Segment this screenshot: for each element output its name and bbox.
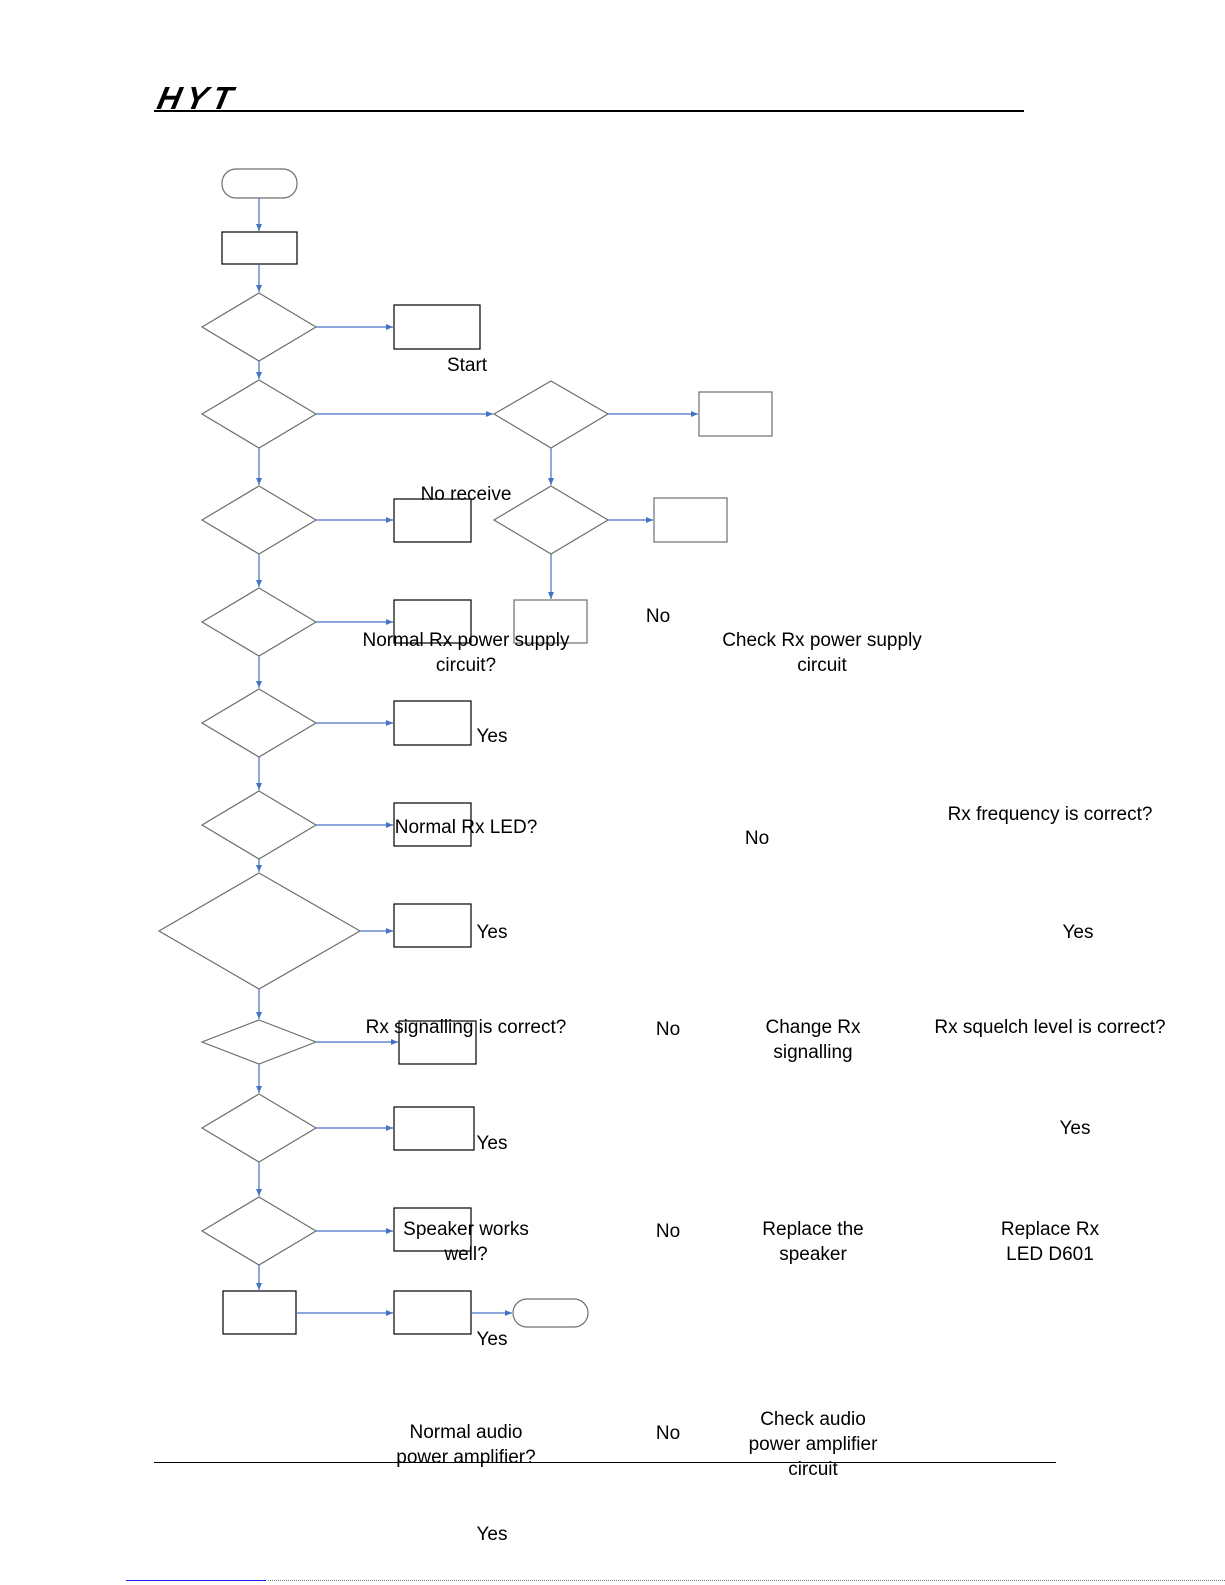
label-check-audio-amp: Check audio power amplifier circuit	[748, 1409, 878, 1480]
footer-rule	[154, 1462, 1056, 1463]
label-yes: Yes	[1059, 1118, 1091, 1139]
footer-link-underline	[126, 1580, 266, 1581]
process-box	[221, 231, 298, 265]
label-rx-power-question: Normal Rx power supply circuit?	[362, 630, 570, 676]
decision-diamond	[200, 292, 318, 362]
header-rule	[154, 110, 1024, 112]
decision-diamond	[200, 688, 318, 758]
process-box	[393, 1106, 475, 1151]
process-box	[393, 1207, 472, 1252]
label-no: No	[655, 1019, 681, 1040]
label-yes: Yes	[476, 1524, 508, 1545]
label-no-receive: No receive	[420, 484, 512, 505]
decision-diamond	[200, 379, 318, 449]
label-no: No	[655, 1423, 681, 1444]
start-terminator	[221, 168, 298, 199]
label-change-rx-signalling: Change Rx signalling	[765, 1017, 861, 1063]
label-yes: Yes	[1062, 922, 1094, 943]
decision-diamond	[200, 587, 318, 657]
label-yes: Yes	[476, 922, 508, 943]
decision-diamond	[200, 790, 318, 860]
label-rx-squelch-question: Rx squelch level is correct?	[934, 1017, 1166, 1038]
label-rx-frequency-question: Rx frequency is correct?	[947, 804, 1153, 825]
process-box	[222, 1290, 297, 1335]
decision-diamond	[157, 872, 362, 990]
decision-diamond	[200, 1196, 318, 1266]
label-check-rx-power: Check Rx power supply circuit	[722, 630, 922, 676]
label-replace-led: Replace Rx LED D601	[1000, 1219, 1100, 1265]
process-box	[393, 802, 472, 847]
decision-diamond	[492, 380, 610, 449]
process-box	[513, 599, 588, 644]
label-rx-signalling-question: Rx signalling is correct?	[365, 1017, 567, 1038]
process-box	[653, 497, 728, 543]
process-box	[393, 700, 472, 746]
process-box	[393, 903, 472, 948]
decision-diamond	[200, 485, 318, 555]
label-no: No	[655, 1221, 681, 1242]
label-no: No	[744, 828, 770, 849]
process-box	[398, 1020, 477, 1065]
label-speaker-question: Speaker works well?	[403, 1219, 529, 1265]
process-box	[698, 391, 773, 437]
process-box	[393, 498, 472, 543]
label-replace-speaker: Replace the speaker	[762, 1219, 864, 1265]
label-no: No	[645, 606, 671, 627]
decision-diamond	[200, 1019, 318, 1065]
decision-diamond	[200, 1093, 318, 1163]
process-box	[393, 1290, 472, 1335]
footer-dotted-rule	[268, 1580, 1225, 1581]
label-start: Start	[446, 355, 488, 376]
process-box	[393, 599, 472, 644]
label-yes: Yes	[476, 726, 508, 747]
end-terminator	[512, 1298, 589, 1328]
label-yes: Yes	[476, 1133, 508, 1154]
process-box	[393, 304, 481, 350]
label-yes: Yes	[476, 1329, 508, 1350]
label-rx-led-question: Normal Rx LED?	[394, 817, 538, 838]
